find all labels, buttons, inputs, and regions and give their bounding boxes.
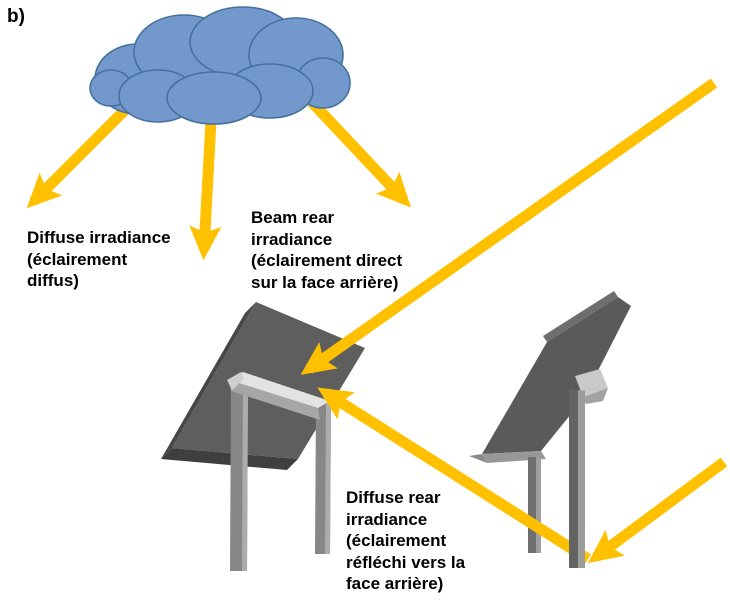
- panel-rear-bottom-edge: [161, 448, 298, 470]
- panel-side-bracket-side: [583, 388, 608, 404]
- figure-label: b): [7, 6, 25, 27]
- diffuse-rear-reflected-arrow-icon: [317, 387, 591, 564]
- panel-rear-torque-tube-cap: [227, 372, 244, 390]
- panel-rear-left-edge: [161, 302, 256, 459]
- cloud-icon: [89, 6, 351, 125]
- panel-side-main-post-highlight: [578, 390, 585, 568]
- pv-panel-side-mount: [569, 369, 608, 568]
- ground-incident-arrow-icon: [587, 457, 728, 564]
- panel-rear-left-leg-highlight: [242, 387, 248, 571]
- panel-side-bracket-top: [575, 369, 608, 397]
- diffuse-arrow-right-icon: [302, 93, 412, 208]
- panel-rear-right-leg-highlight: [325, 401, 331, 554]
- panel-side-corner-edge: [469, 454, 487, 463]
- panel-rear-torque-tube-side: [229, 380, 320, 420]
- panel-side-top-bevel: [543, 291, 618, 342]
- diffuse-arrow-left-icon: [26, 97, 138, 209]
- label-diffuse-irradiance: Diffuse irradiance (éclairement diffus): [27, 228, 171, 290]
- panel-side-back-face: [482, 297, 631, 454]
- beam-rear-arrow-icon: [300, 78, 718, 375]
- diffuse-arrow-middle-icon: [189, 120, 222, 261]
- panel-side-left-post-highlight: [536, 457, 541, 553]
- diffuse-irradiance-arrows: [26, 93, 412, 261]
- pv-panel-rear: [161, 302, 365, 571]
- label-diffuse-rear-irradiance: Diffuse rear irradiance (éclairement réf…: [346, 488, 466, 593]
- label-beam-rear-irradiance: Beam rear irradiance (éclairement direct…: [251, 208, 403, 292]
- panel-rear-torque-tube-top: [229, 372, 330, 408]
